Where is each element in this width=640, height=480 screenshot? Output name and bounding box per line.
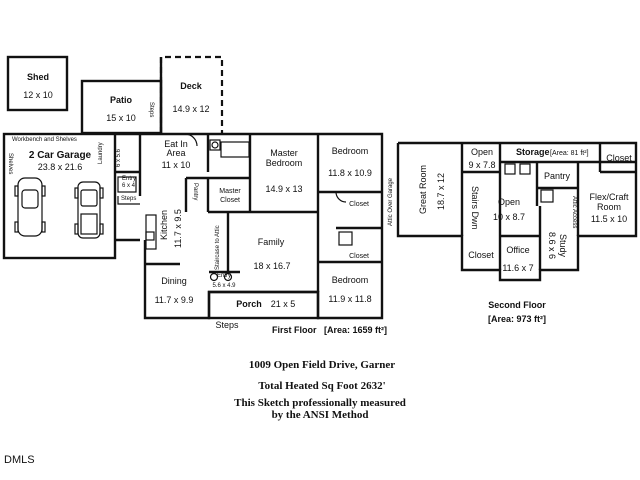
door-swing-icon-2	[335, 191, 347, 203]
garage-label: 2 Car Garage	[29, 150, 92, 161]
pantry-label-2: Pantry	[544, 171, 571, 181]
attic-access-label: Attic Access	[571, 196, 577, 228]
patio-steps-label: Steps	[148, 102, 154, 117]
garage-dim: 23.8 x 21.6	[38, 162, 83, 172]
bathtub-icon	[220, 141, 250, 158]
bedroom1-dim: 11.8 x 10.9	[328, 168, 372, 178]
stove-icon	[145, 231, 155, 241]
porch-dim: 21 x 5	[271, 299, 296, 309]
office-dim: 11.6 x 7	[502, 263, 533, 273]
patio-dim: 15 x 10	[106, 113, 136, 123]
open-top-dim: 9 x 7.8	[468, 160, 495, 170]
caption-line4: by the ANSI Method	[272, 409, 369, 421]
second-floor-label: Second Floor	[488, 300, 546, 310]
car-icon-right	[74, 181, 104, 239]
garage-steps-wall	[117, 196, 140, 205]
second-floor-area: [Area: 973 ft²]	[488, 314, 546, 324]
deck-outline	[159, 55, 224, 133]
staircase-label: Staircase to Attic	[215, 225, 221, 270]
eat-in-dim: 11 x 10	[162, 160, 191, 170]
shed-label: Shed	[27, 72, 49, 82]
dining-label: Dining	[161, 276, 187, 286]
shed-outline	[6, 55, 69, 112]
study-dim: 8.6 x 6	[547, 232, 557, 259]
kitchen-label: Kitchen	[159, 210, 169, 240]
dmls-watermark: DMLS	[4, 454, 35, 466]
kitchen-dim: 11.7 x 9.5	[173, 209, 183, 248]
toilet-icon-2	[338, 231, 353, 246]
family-label: Family	[258, 237, 285, 247]
closet2-label: Closet	[349, 253, 369, 260]
toilet-icon-4	[540, 189, 554, 203]
car-icon-left	[14, 177, 46, 237]
porch-outline	[207, 290, 320, 320]
door-swing-icon	[184, 133, 198, 147]
master-closet-label-2: Closet	[220, 197, 240, 204]
open-mid-dim: 10 x 8.7	[493, 212, 525, 222]
bedroom2-label: Bedroom	[332, 275, 369, 285]
dining-dim: 11.7 x 9.9	[155, 295, 194, 305]
entry-label: Entry	[122, 176, 136, 182]
pantry-label: Pantry	[192, 183, 198, 200]
garage-outline	[2, 132, 117, 260]
eat-in-label-2: Area	[166, 148, 185, 158]
master-closet-label: Master	[219, 188, 241, 195]
closet-right-label: Closet	[606, 153, 632, 163]
closet-bottom-label: Closet	[468, 250, 494, 260]
flex-label-2: Room	[597, 202, 621, 212]
master-bedroom-dim: 14.9 x 13	[265, 184, 302, 194]
laundry-dim: 6 x 5.6	[116, 148, 122, 167]
entry-bottom-dim: 5.6 x 4.9	[212, 283, 236, 289]
first-floor-outline	[115, 132, 384, 320]
storage-label: Storage	[516, 147, 550, 157]
caption-address: 1009 Open Field Drive, Garner	[249, 359, 395, 371]
shed-dim: 12 x 10	[23, 90, 53, 100]
laundry-label: Laundry	[98, 142, 104, 164]
master-bedroom-label: Master	[270, 148, 298, 158]
deck-dim: 14.9 x 12	[172, 104, 209, 114]
entry-fixture-icon	[209, 272, 219, 282]
garage-steps-label: Steps	[121, 196, 136, 202]
caption-line3: This Sketch professionally measured	[234, 397, 406, 409]
workbench-label: Workbench and Shelves	[12, 137, 77, 143]
open-mid-label: Open	[498, 197, 520, 207]
patio-label: Patio	[110, 95, 133, 105]
eat-in-label: Eat In	[164, 139, 188, 149]
washer-icon	[117, 176, 137, 193]
caption-heated: Total Heated Sq Foot 2632'	[258, 380, 385, 392]
first-floor-area: [Area: 1659 ft²]	[324, 325, 387, 335]
deck-label: Deck	[180, 81, 203, 91]
office-label: Office	[506, 245, 529, 255]
stairs-dwn-label: Stairs Dwn	[470, 186, 480, 230]
closet1-label: Closet	[349, 201, 369, 208]
flex-label: Flex/Craft	[589, 192, 629, 202]
entry-dim: 6 x 4	[122, 183, 136, 189]
master-bedroom-label-2: Bedroom	[266, 158, 303, 168]
open-top-label: Open	[471, 147, 493, 157]
bedroom1-label: Bedroom	[332, 146, 369, 156]
toilet-icon-3	[504, 163, 516, 175]
entry-fixture-icon-2	[223, 272, 233, 282]
family-dim: 18 x 16.7	[253, 261, 290, 271]
storage-area: [Area: 81 ft²]	[550, 150, 589, 157]
shelves-label: Shelves	[7, 153, 13, 174]
first-floor-label: First Floor	[272, 325, 317, 335]
toilet-icon	[209, 139, 221, 151]
flex-dim: 11.5 x 10	[591, 214, 627, 224]
sink-icon	[211, 141, 219, 149]
attic-over-garage-label: Attic Over Garage	[388, 177, 394, 226]
front-steps-label: Steps	[215, 320, 239, 330]
sink-icon-2	[519, 163, 531, 175]
entry-bottom-label: Entry	[217, 273, 231, 279]
great-room-dim: 18.7 x 12	[436, 173, 446, 210]
porch-label: Porch	[236, 299, 262, 309]
study-label: Study	[558, 234, 568, 258]
great-room-label: Great Room	[418, 165, 428, 214]
bedroom2-dim: 11.9 x 11.8	[328, 294, 371, 304]
